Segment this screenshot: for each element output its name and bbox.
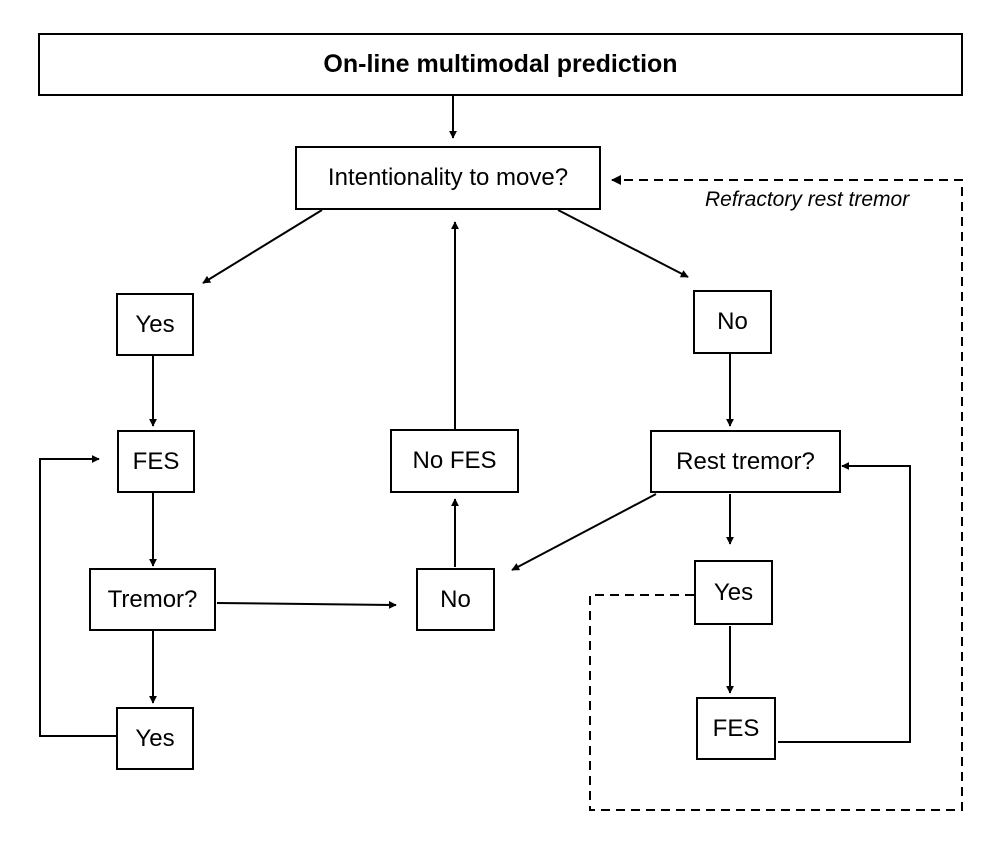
yes-right-label: Yes — [713, 578, 754, 606]
intention-question-label: Intentionality to move? — [327, 164, 569, 191]
no-box-center: No — [416, 568, 495, 631]
fes-box-right: FES — [696, 697, 776, 760]
arrow-yes-loop-to-fes — [39, 455, 116, 737]
refractory-note: Refractory rest tremor — [705, 188, 910, 211]
arrow-intention-to-no — [557, 209, 689, 278]
no-fes-label: No FES — [412, 447, 497, 474]
no-center-label: No — [440, 585, 471, 613]
yes-bottom-left-label: Yes — [135, 724, 175, 752]
dashed-refractory-loop — [589, 175, 963, 811]
arrow-intention-to-yes — [202, 209, 323, 284]
intention-question-box: Intentionality to move? — [295, 146, 601, 210]
tremor-question-box: Tremor? — [89, 568, 216, 631]
fes-left-label: FES — [132, 447, 180, 475]
no-right-label: No — [717, 308, 748, 335]
arrow-resttremor-to-no — [511, 493, 657, 571]
rest-tremor-question-box: Rest tremor? — [650, 430, 841, 493]
yes-box-right: Yes — [694, 560, 773, 625]
fes-right-label: FES — [712, 714, 760, 742]
rest-tremor-question-label: Rest tremor? — [676, 447, 815, 475]
no-box-right: No — [693, 290, 772, 354]
arrow-tremor-to-no — [216, 600, 397, 609]
diagram-title: On-line multimodal prediction — [323, 50, 678, 78]
title-box: On-line multimodal prediction — [38, 33, 963, 96]
no-fes-box: No FES — [390, 429, 519, 493]
yes-box-bottom-left: Yes — [116, 707, 194, 770]
tremor-question-label: Tremor? — [107, 585, 198, 613]
arrow-fes-loop-to-resttremor — [778, 462, 911, 743]
yes-left-label: Yes — [135, 310, 175, 338]
fes-box-left: FES — [117, 430, 195, 493]
yes-box-left: Yes — [116, 293, 194, 356]
